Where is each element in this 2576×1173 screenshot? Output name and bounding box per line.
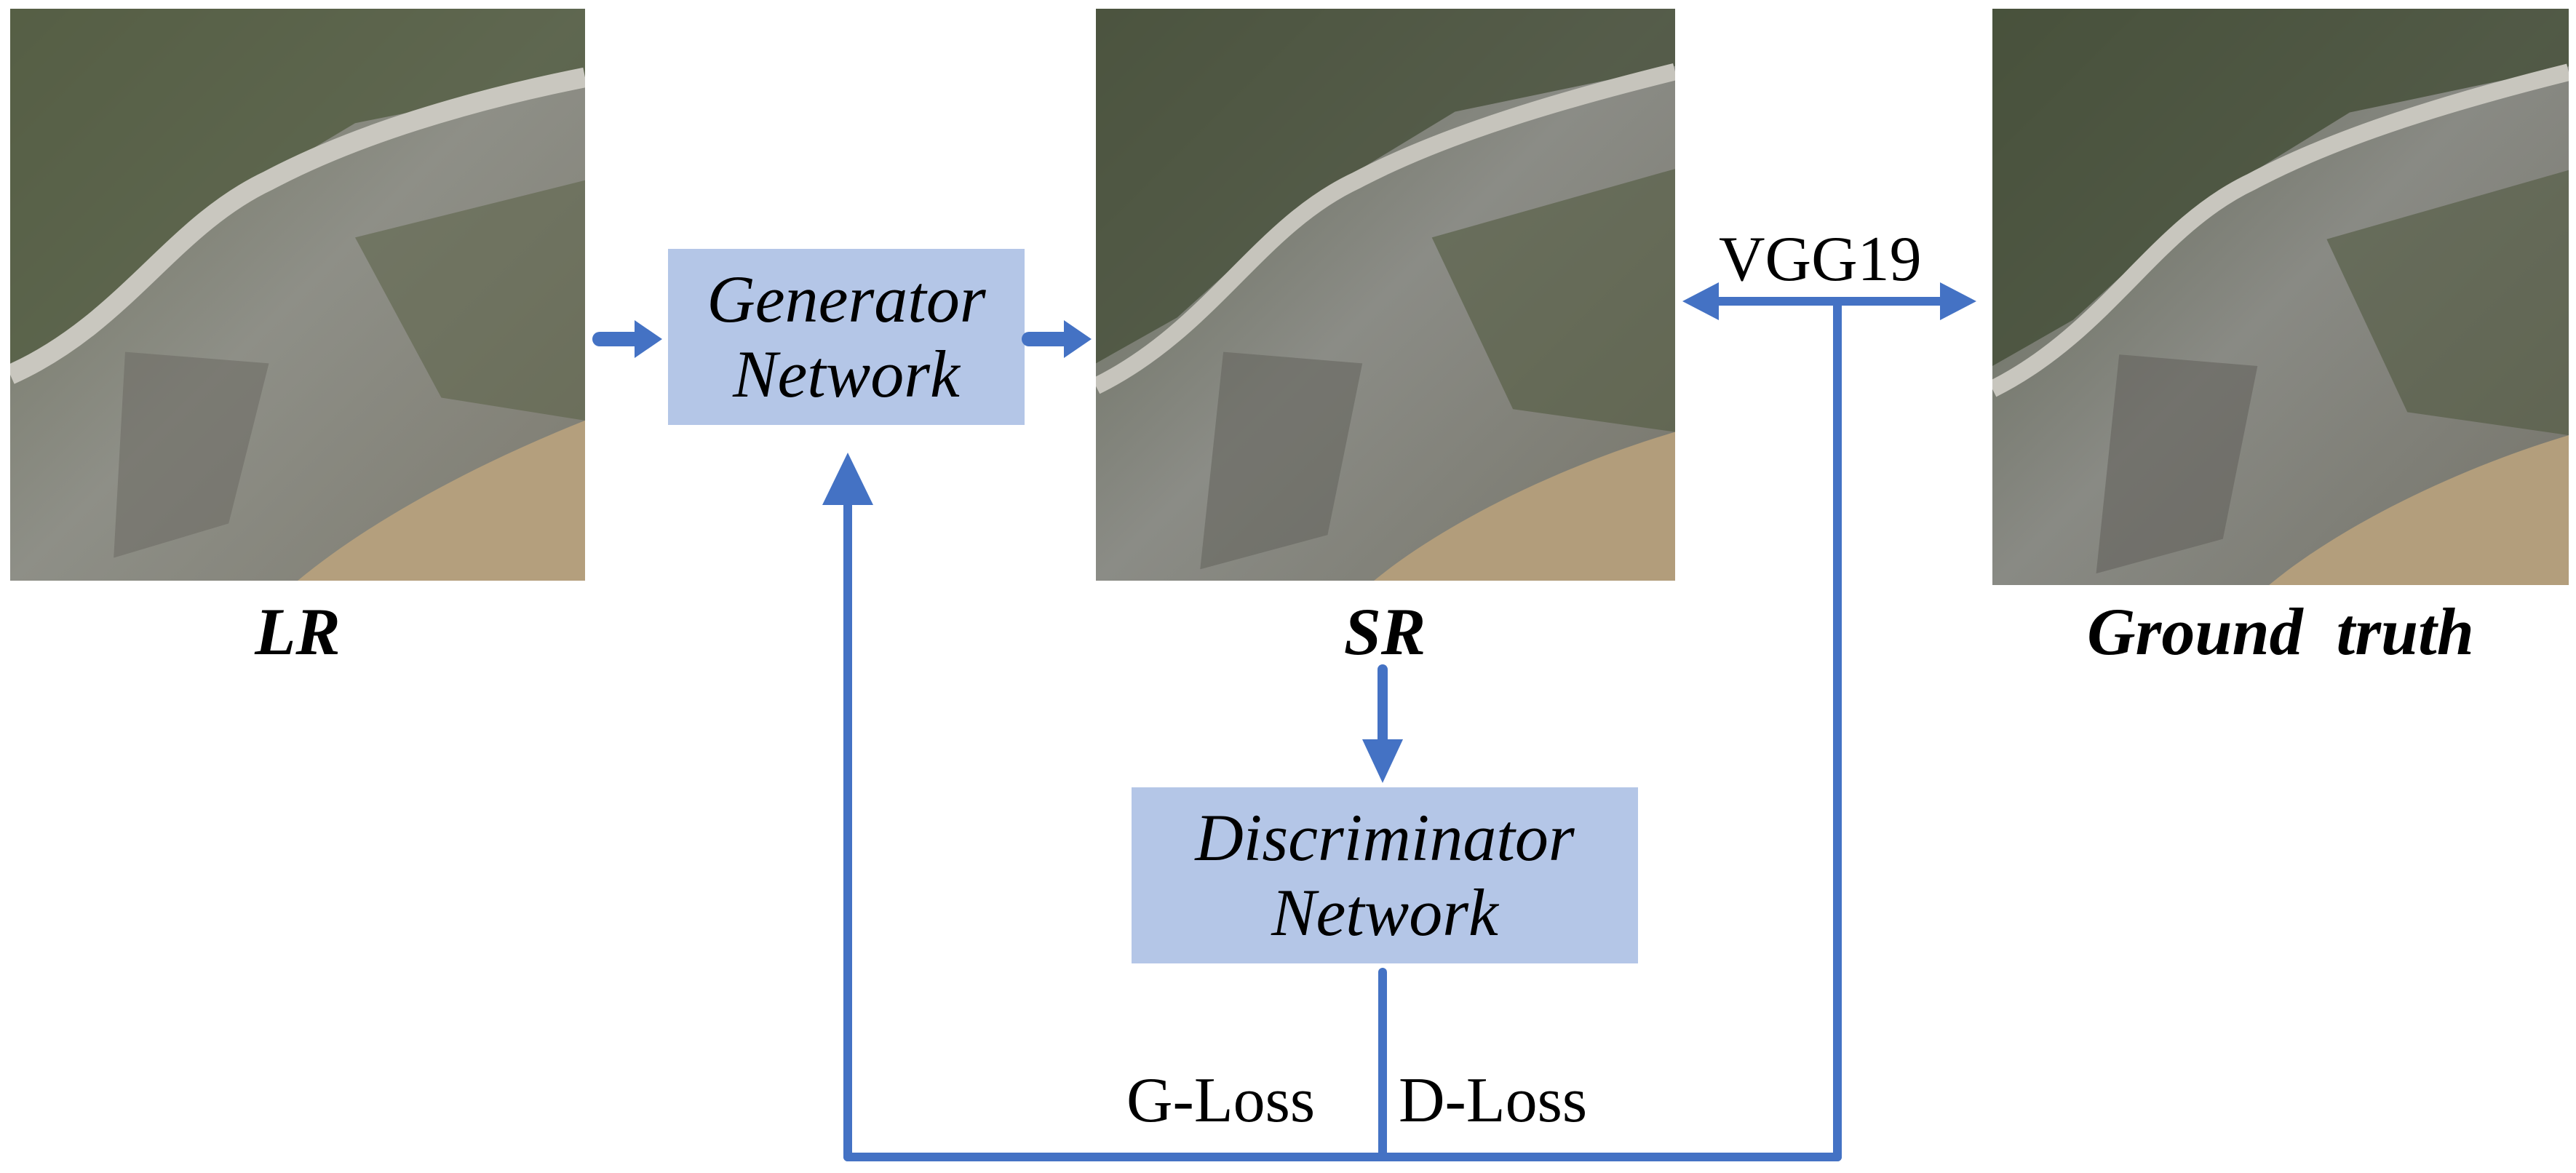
arrowhead-sr-to-discriminator bbox=[1362, 739, 1403, 783]
d-loss-label: D-Loss bbox=[1399, 1065, 1588, 1136]
discriminator-line1: Discriminator bbox=[1195, 800, 1575, 875]
ground-truth-aerial-terrain bbox=[1992, 9, 2569, 585]
sr-image bbox=[1096, 9, 1675, 581]
generator-network-box: Generator Network bbox=[668, 249, 1025, 425]
generator-line1: Generator bbox=[707, 261, 986, 336]
arrowhead-lr-to-generator bbox=[635, 320, 662, 358]
arrowhead-to-generator bbox=[822, 453, 873, 505]
g-loss-label: G-Loss bbox=[1126, 1065, 1316, 1136]
arrowhead-vgg-right bbox=[1940, 282, 1976, 320]
arrowhead-vgg-left bbox=[1682, 282, 1719, 320]
ground-truth-image bbox=[1992, 9, 2569, 585]
sr-water bbox=[1374, 432, 1675, 581]
sr-caption: SR bbox=[1343, 595, 1426, 669]
sr-aerial-terrain bbox=[1096, 9, 1675, 581]
generator-line2: Network bbox=[733, 337, 960, 411]
gt-water bbox=[2269, 435, 2569, 585]
lr-image bbox=[10, 9, 585, 581]
lr-water bbox=[298, 420, 585, 581]
arrowhead-generator-to-sr bbox=[1064, 320, 1092, 358]
ground-truth-caption: Ground truth bbox=[2087, 595, 2474, 669]
discriminator-line2: Network bbox=[1271, 875, 1498, 950]
vgg19-label: VGG19 bbox=[1719, 224, 1922, 295]
lr-aerial-terrain bbox=[10, 9, 585, 581]
lr-caption: LR bbox=[255, 595, 341, 669]
discriminator-network-box: Discriminator Network bbox=[1132, 787, 1638, 963]
